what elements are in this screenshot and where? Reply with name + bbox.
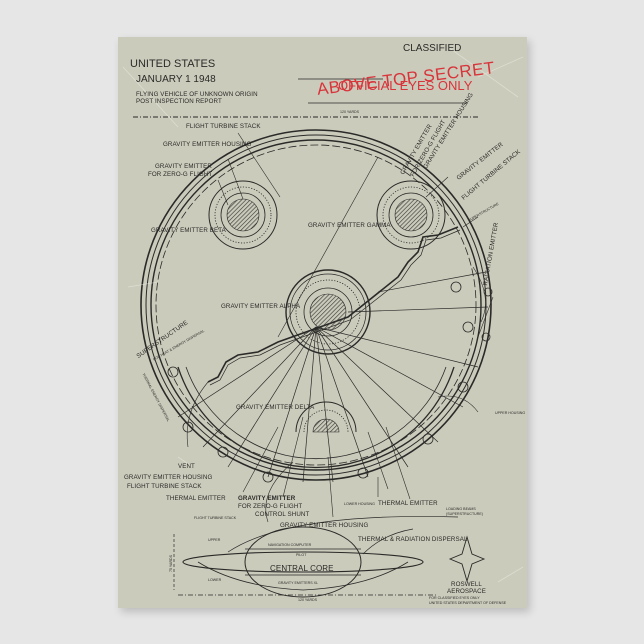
label-gravity-emitter-delta: GRAVITY EMITTER DELTA xyxy=(236,404,315,411)
side-pilot: PILOT xyxy=(296,553,307,557)
label-lower-housing: LOWER HOUSING xyxy=(344,502,375,506)
brand-roswell: ROSWELL xyxy=(451,581,482,588)
label-control-shunt-3: CONTROL SHUNT xyxy=(255,511,310,518)
label-gravity-emitter-gamma: GRAVITY EMITTER GAMMA xyxy=(308,222,391,229)
label-control-shunt-1: GRAVITY EMITTER xyxy=(238,495,296,502)
side-height-scale: 75 YARDS xyxy=(169,554,173,572)
header-subtitle-line1: FLYING VEHICLE OF UNKNOWN ORIGIN xyxy=(136,91,258,98)
brand-aerospace: AEROSPACE xyxy=(447,588,486,595)
classification-label: CLASSIFIED xyxy=(403,43,462,54)
side-central-core: CENTRAL CORE xyxy=(270,564,334,573)
label-loading-beams-1: LOADING BEAMS xyxy=(446,507,476,511)
header-country: UNITED STATES xyxy=(130,58,216,70)
side-gravity-emitters: GRAVITY EMITTERS XL xyxy=(278,581,319,585)
header-date: JANUARY 1 1948 xyxy=(136,74,216,85)
side-width-scale: 120 YARDS xyxy=(298,598,318,602)
label-thermal-emitter-left: THERMAL EMITTER xyxy=(166,495,226,502)
side-upper: UPPER xyxy=(208,538,221,542)
label-upper-housing: UPPER HOUSING xyxy=(495,411,526,415)
header-subtitle-line2: POST INSPECTION REPORT xyxy=(136,98,222,105)
footer-note-line1: FOR CLASSIFIED EYES ONLY xyxy=(429,596,480,600)
scale-top: 120 YARDS xyxy=(340,110,360,114)
side-thermal-radiation: THERMAL & RADIATION DISPERSAL xyxy=(358,536,468,543)
label-gravity-emitter-housing: GRAVITY EMITTER HOUSING xyxy=(163,141,252,148)
stamp-official-eyes-only: OFFICIAL EYES ONLY xyxy=(338,78,473,93)
ufo-blueprint-drawing xyxy=(122,46,524,598)
label-control-shunt-2: FOR ZERO-G FLIGHT xyxy=(238,503,303,510)
label-flight-turbine-stack-small: FLIGHT TURBINE STACK xyxy=(194,516,237,520)
side-navigation-computer: NAVIGATION COMPUTER xyxy=(268,543,312,547)
label-gravity-emitter-alpha: GRAVITY EMITTER ALPHA xyxy=(221,303,301,310)
label-zero-g-flight: FOR ZERO-G FLIGHT xyxy=(148,171,213,178)
blueprint-poster: UNITED STATES JANUARY 1 1948 FLYING VEHI… xyxy=(118,37,527,608)
label-gravity-emitter-housing-left: GRAVITY EMITTER HOUSING xyxy=(124,474,213,481)
footer-note-line2: UNITED STATES DEPARTMENT OF DEFENSE xyxy=(429,601,507,605)
label-gravity-emitter: GRAVITY EMITTER xyxy=(155,163,212,170)
side-lower: LOWER xyxy=(208,578,222,582)
label-gravity-emitter-housing-bottom: GRAVITY EMITTER HOUSING xyxy=(280,522,369,529)
label-vent: VENT xyxy=(178,463,195,470)
label-loading-beams-2: (SUPERSTRUCTURE) xyxy=(446,512,483,516)
label-flight-turbine-stack-left: FLIGHT TURBINE STACK xyxy=(127,483,202,490)
label-flight-turbine-stack: FLIGHT TURBINE STACK xyxy=(186,123,261,130)
label-thermal-emitter-right: THERMAL EMITTER xyxy=(378,500,438,507)
label-gravity-emitter-beta: GRAVITY EMITTER BETA xyxy=(151,227,226,234)
